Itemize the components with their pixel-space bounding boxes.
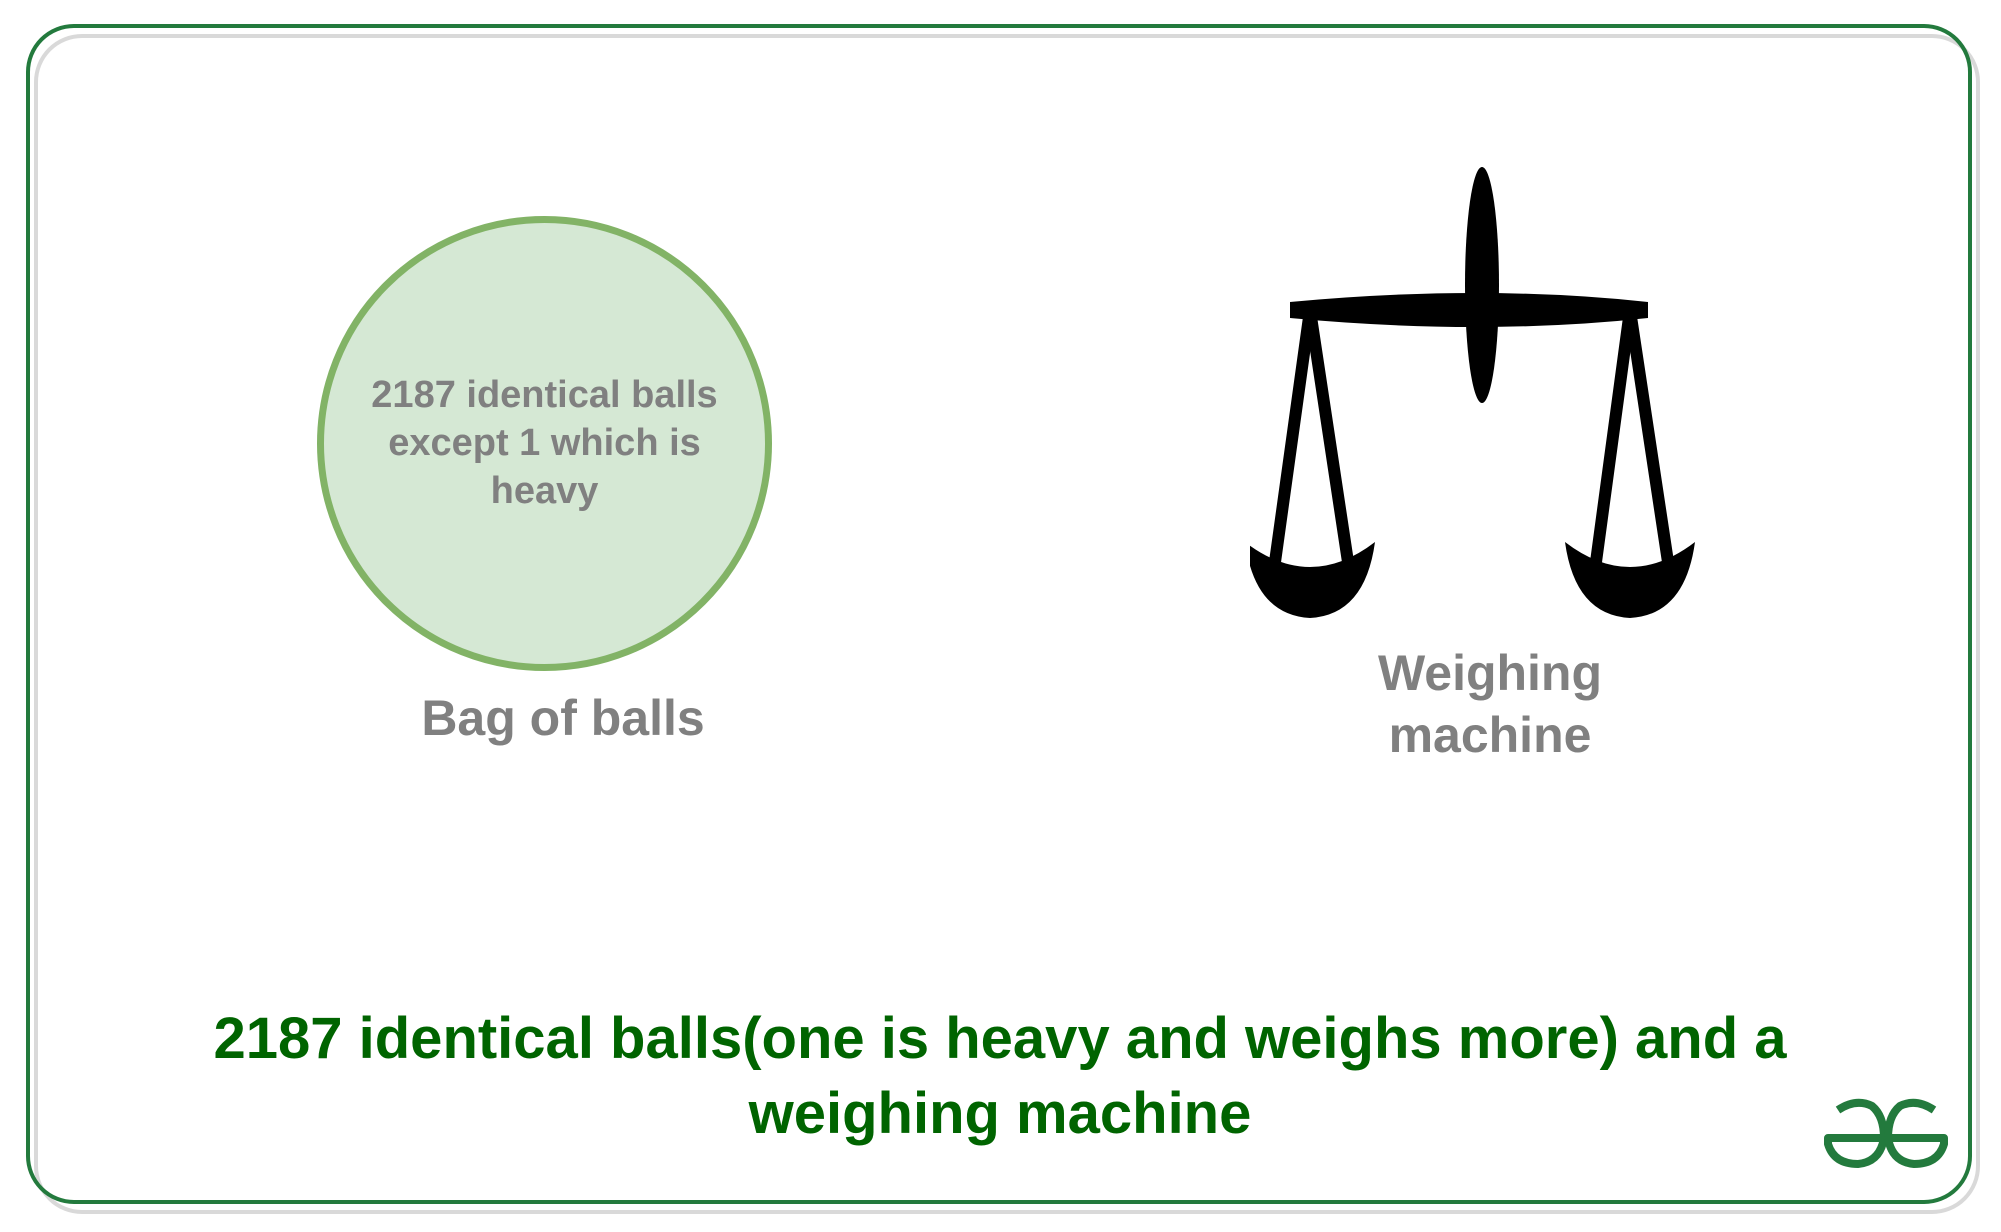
balance-scale-icon bbox=[1250, 167, 1695, 618]
diagram-frame bbox=[26, 24, 1972, 1204]
scale-caption: Weighing machine bbox=[1377, 645, 1603, 763]
frame-shadow bbox=[34, 34, 1980, 1214]
bag-of-balls-circle bbox=[317, 216, 772, 671]
bag-caption: Bag of balls bbox=[421, 690, 705, 746]
geeksforgeeks-logo bbox=[1824, 1098, 1948, 1168]
bag-description: 2187 identical balls except 1 which is h… bbox=[371, 374, 718, 512]
diagram-caption: 2187 identical balls(one is heavy and we… bbox=[213, 1006, 1787, 1146]
